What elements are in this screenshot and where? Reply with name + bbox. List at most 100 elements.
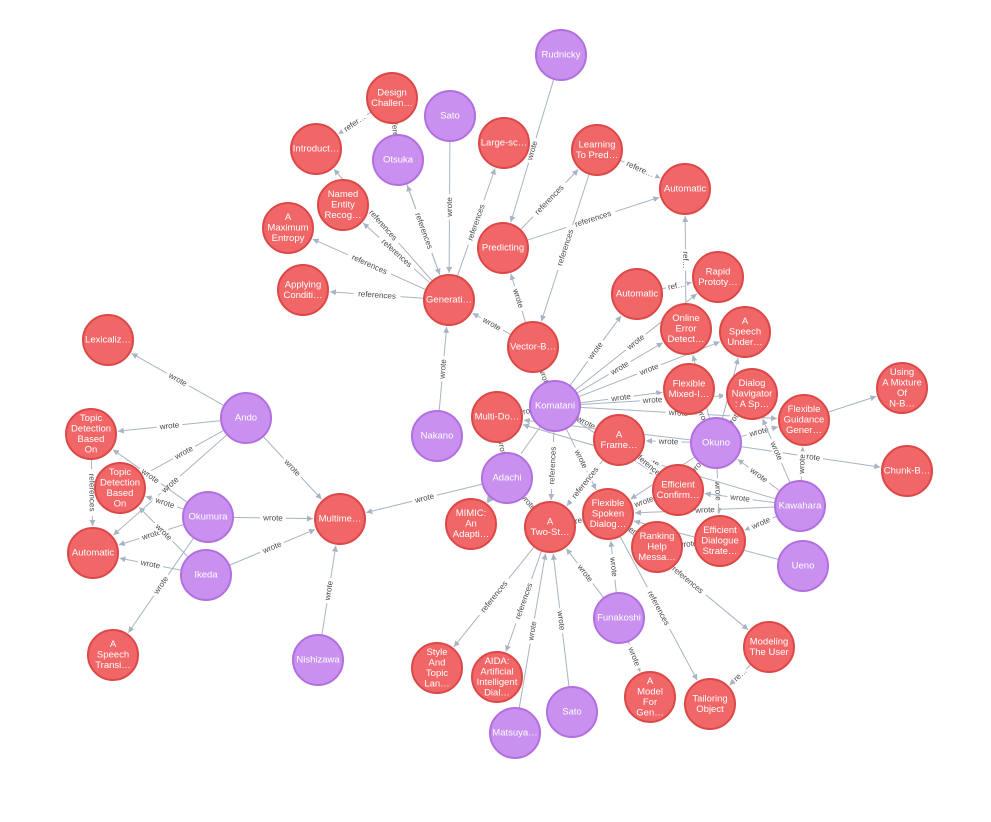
edge-twost-aida[interactable]: references bbox=[505, 550, 543, 652]
paper-node-rapid[interactable]: RapidPrototy… bbox=[692, 251, 744, 303]
paper-circle[interactable] bbox=[314, 493, 366, 545]
paper-node-flexguid[interactable]: FlexibleGuidanceGener… bbox=[778, 394, 830, 446]
paper-circle[interactable] bbox=[743, 621, 795, 673]
paper-node-generati[interactable]: Generati… bbox=[423, 274, 475, 326]
paper-circle[interactable] bbox=[660, 303, 712, 355]
paper-circle[interactable] bbox=[631, 521, 683, 573]
edge-flexguid-usingmix[interactable] bbox=[827, 395, 877, 413]
author-circle[interactable] bbox=[774, 480, 826, 532]
paper-node-ranking[interactable]: RankingHelpMessa… bbox=[631, 521, 683, 573]
edge-kawahara-flexguid[interactable]: wrote bbox=[796, 446, 807, 482]
author-node-sato2[interactable]: Sato bbox=[546, 686, 598, 738]
author-circle[interactable] bbox=[529, 380, 581, 432]
edge-okuno-chunkb[interactable]: wrote bbox=[740, 446, 881, 470]
edge-matsuya-twost[interactable]: wrote bbox=[518, 553, 548, 709]
paper-circle[interactable] bbox=[684, 678, 736, 730]
paper-circle[interactable] bbox=[478, 117, 530, 169]
paper-circle[interactable] bbox=[277, 264, 329, 316]
paper-node-predicting[interactable]: Predicting bbox=[477, 222, 529, 274]
author-circle[interactable] bbox=[372, 134, 424, 186]
paper-circle[interactable] bbox=[624, 671, 676, 723]
edge-ando-multime[interactable]: wrote bbox=[262, 435, 322, 500]
edge-design-intro[interactable]: refer… bbox=[338, 110, 372, 135]
author-node-okumura[interactable]: Okumura bbox=[182, 491, 234, 543]
author-node-nishizawa[interactable]: Nishizawa bbox=[292, 634, 344, 686]
author-circle[interactable] bbox=[690, 417, 742, 469]
author-node-otsuka[interactable]: Otsuka bbox=[372, 134, 424, 186]
paper-node-aframe[interactable]: AFrame… bbox=[593, 414, 645, 466]
paper-circle[interactable] bbox=[659, 163, 711, 215]
edge-learning-automatic1[interactable]: refere… bbox=[619, 157, 661, 180]
paper-node-speechunder[interactable]: ASpeechUnder… bbox=[719, 306, 771, 358]
paper-node-named[interactable]: NamedEntityRecog… bbox=[317, 179, 369, 231]
edge-generati-applying[interactable]: references bbox=[329, 288, 425, 301]
paper-circle[interactable] bbox=[477, 222, 529, 274]
paper-node-multime[interactable]: Multime… bbox=[314, 493, 366, 545]
edge-okumura-multime[interactable]: wrote bbox=[232, 512, 314, 523]
paper-circle[interactable] bbox=[366, 72, 418, 124]
paper-circle[interactable] bbox=[571, 124, 623, 176]
paper-circle[interactable] bbox=[652, 464, 704, 516]
edge-ando-topic1[interactable]: wrote bbox=[117, 419, 222, 434]
edge-kawahara-flexspoken[interactable]: wrote bbox=[634, 504, 776, 516]
paper-circle[interactable] bbox=[82, 314, 134, 366]
edge-online-automatic1[interactable]: ref… bbox=[681, 215, 691, 305]
paper-node-mimic[interactable]: MIMIC:AnAdapti… bbox=[445, 498, 497, 550]
paper-circle[interactable] bbox=[582, 488, 634, 540]
paper-circle[interactable] bbox=[694, 515, 746, 567]
paper-node-twost[interactable]: ATwo-St… bbox=[524, 501, 576, 553]
edge-funakoshi-modelfor[interactable]: wrote bbox=[625, 641, 644, 673]
edge-sato2-twost[interactable]: wrote bbox=[550, 553, 570, 688]
paper-circle[interactable] bbox=[423, 274, 475, 326]
edge-topic1-automatic3[interactable]: references bbox=[87, 458, 98, 527]
edge-ikeda-multime[interactable]: wrote bbox=[228, 528, 316, 566]
edge-okuno-flexguid[interactable]: wrote bbox=[740, 423, 779, 439]
author-circle[interactable] bbox=[292, 634, 344, 686]
paper-node-styletopic[interactable]: StyleAndTopicLan… bbox=[411, 642, 463, 694]
edge-automatic2-rapid[interactable]: ref… bbox=[661, 278, 692, 292]
paper-node-automatic2[interactable]: Automatic bbox=[611, 268, 663, 320]
paper-node-aida[interactable]: AIDA:ArtificialIntelligentDial… bbox=[471, 651, 523, 703]
paper-node-effdialogue[interactable]: EfficientDialogueStrate… bbox=[694, 515, 746, 567]
edge-vectorb-predicting[interactable]: wrote bbox=[509, 273, 527, 324]
paper-node-efficonf[interactable]: EfficientConfirm… bbox=[652, 464, 704, 516]
author-circle[interactable] bbox=[424, 90, 476, 142]
edge-adachi-multime[interactable]: wrote bbox=[366, 483, 483, 515]
author-node-kawahara[interactable]: Kawahara bbox=[774, 480, 826, 532]
paper-node-applying[interactable]: ApplyingConditi… bbox=[277, 264, 329, 316]
author-node-ando[interactable]: Ando bbox=[220, 392, 272, 444]
edge-kawahara-okuno[interactable]: wrote bbox=[737, 458, 781, 492]
paper-node-intro[interactable]: Introduct… bbox=[290, 123, 342, 175]
author-circle[interactable] bbox=[182, 491, 234, 543]
author-node-ueno[interactable]: Ueno bbox=[777, 540, 829, 592]
paper-node-multido[interactable]: Multi-Do… bbox=[471, 391, 523, 443]
paper-circle[interactable] bbox=[876, 362, 928, 414]
paper-circle[interactable] bbox=[663, 363, 715, 415]
paper-circle[interactable] bbox=[411, 642, 463, 694]
paper-circle[interactable] bbox=[778, 394, 830, 446]
paper-circle[interactable] bbox=[262, 202, 314, 254]
edge-funakoshi-flexspoken[interactable]: wrote bbox=[608, 540, 620, 594]
edge-ando-topic2[interactable]: wrote bbox=[143, 429, 225, 476]
paper-circle[interactable] bbox=[445, 498, 497, 550]
author-node-funakoshi[interactable]: Funakoshi bbox=[593, 592, 645, 644]
edge-funakoshi-twost[interactable]: wrote bbox=[565, 548, 605, 599]
author-node-komatani[interactable]: Komatani bbox=[529, 380, 581, 432]
edge-nakano-generati[interactable]: wrote bbox=[436, 326, 450, 412]
edge-komatani-twost[interactable]: references bbox=[546, 430, 558, 501]
paper-circle[interactable] bbox=[719, 306, 771, 358]
author-circle[interactable] bbox=[489, 707, 541, 759]
paper-circle[interactable] bbox=[471, 651, 523, 703]
paper-node-chunkb[interactable]: Chunk-B… bbox=[881, 445, 933, 497]
author-node-sato1[interactable]: Sato bbox=[424, 90, 476, 142]
paper-circle[interactable] bbox=[726, 368, 778, 420]
author-node-adachi[interactable]: Adachi bbox=[481, 452, 533, 504]
edge-line[interactable] bbox=[487, 496, 494, 504]
edge-komatani-flexmixed[interactable]: wrote bbox=[579, 390, 663, 403]
author-circle[interactable] bbox=[481, 452, 533, 504]
